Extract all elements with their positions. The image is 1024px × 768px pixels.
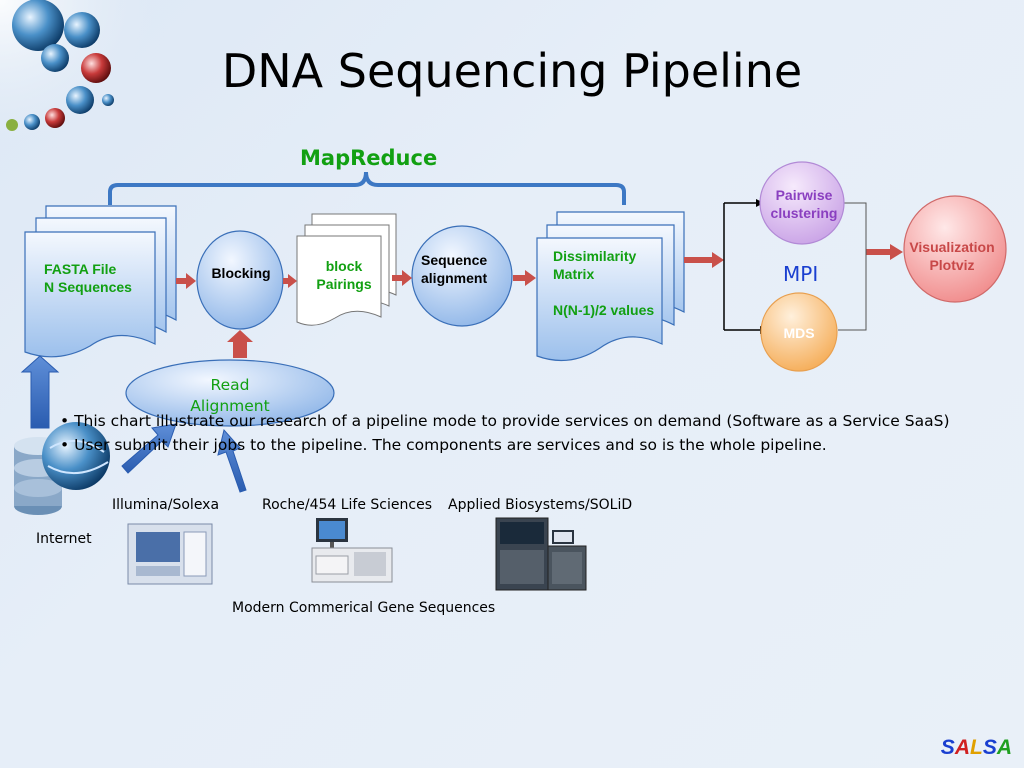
mds-label: MDS — [783, 325, 815, 341]
block-pairings-line2: Pairings — [316, 276, 372, 292]
slide-title: DNA Sequencing Pipeline — [221, 44, 803, 98]
pairwise-line1: Pairwise — [775, 187, 833, 203]
block-pairings-line1: block — [325, 258, 363, 274]
salsa-letter: S — [940, 736, 955, 759]
bullet-text: This chart illustrate our research of a … — [74, 412, 950, 430]
mds-node — [760, 292, 838, 372]
applied-biosystems-machine-image — [495, 517, 587, 591]
dissimilarity-matrix-stack — [536, 211, 685, 362]
internet-caption: Internet — [36, 531, 92, 547]
fasta-label: FASTA File N Sequences — [44, 260, 132, 296]
decorative-globes-image — [0, 0, 170, 160]
salsa-logo: SALSA — [941, 736, 1012, 760]
bullet-item: • This chart illustrate our research of … — [60, 412, 950, 430]
mapreduce-label: MapReduce — [300, 146, 438, 170]
salsa-letter: S — [982, 736, 997, 759]
fasta-label-line1: FASTA File — [44, 261, 117, 277]
mpi-bracket — [723, 202, 760, 331]
flow-arrows — [176, 244, 903, 358]
bullet-list: • This chart illustrate our research of … — [60, 409, 950, 457]
salsa-letter: L — [969, 736, 983, 759]
input-arrows — [20, 355, 247, 493]
blocking-label: Blocking — [211, 265, 271, 281]
bullet-item: • User submit their jobs to the pipeline… — [60, 436, 827, 454]
mapreduce-brace — [108, 171, 626, 205]
gene-sequencers-caption: Modern Commerical Gene Sequences — [232, 600, 496, 616]
mpi-label: MPI — [783, 262, 819, 286]
salsa-letter: A — [996, 736, 1012, 759]
dissimilarity-line3: N(N-1)/2 values — [553, 302, 655, 318]
block-pairings-stack — [296, 213, 397, 326]
visualization-line1: Visualization — [909, 239, 995, 255]
fasta-label-line2: N Sequences — [44, 279, 132, 295]
block-pairings-label: block Pairings — [300, 257, 388, 293]
applied-caption: Applied Biosystems/SOLiD — [448, 497, 633, 513]
fasta-file-stack — [24, 205, 177, 358]
visualization-line2: Plotviz — [929, 257, 975, 273]
dissimilarity-line2: Matrix — [553, 266, 595, 282]
roche-caption: Roche/454 Life Sciences — [262, 497, 432, 513]
visualization-label: Visualization Plotviz — [902, 238, 1002, 274]
illumina-caption: Illumina/Solexa — [112, 497, 220, 513]
read-alignment-node — [125, 359, 335, 427]
roche-machine-image — [311, 518, 393, 583]
pairwise-label: Pairwise clustering — [762, 186, 846, 222]
pairwise-line2: clustering — [770, 205, 838, 221]
illumina-machine-image — [127, 523, 213, 585]
sequence-alignment-line1: Sequence — [421, 252, 488, 268]
bullet-text: User submit their jobs to the pipeline. … — [74, 436, 827, 454]
internet-server-icon — [14, 422, 110, 515]
sequence-alignment-label: Sequence alignment — [421, 251, 487, 287]
pairwise-clustering-node — [759, 161, 845, 245]
sequence-alignment-node — [411, 225, 513, 327]
read-alignment-line1: Read — [210, 376, 250, 394]
dissimilarity-label: Dissimilarity Matrix N(N-1)/2 values — [553, 247, 654, 319]
dissimilarity-line1: Dissimilarity — [553, 248, 637, 264]
read-alignment-line2: Alignment — [190, 397, 270, 415]
read-alignment-label: Read Alignment — [150, 375, 310, 417]
sequence-alignment-line2: alignment — [421, 270, 488, 286]
visualization-node — [903, 195, 1007, 303]
salsa-letter: A — [954, 736, 970, 759]
